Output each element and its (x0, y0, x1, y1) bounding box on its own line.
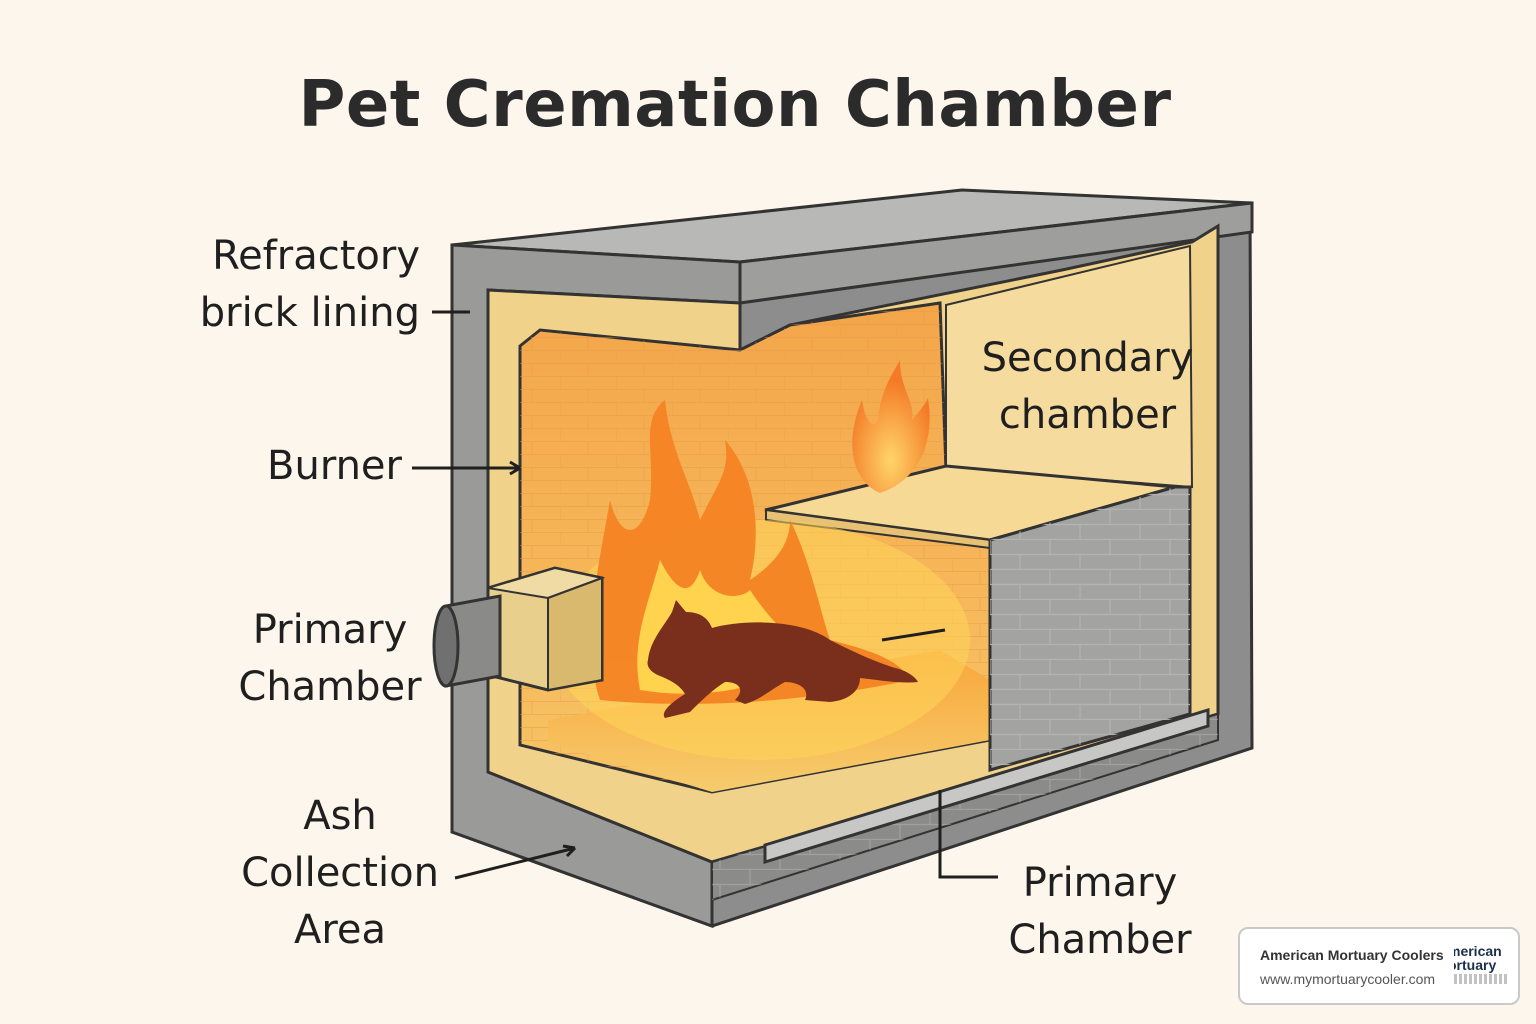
label-line: Burner (267, 443, 402, 489)
label-line: Collection (241, 850, 439, 896)
label-line: Primary (1022, 860, 1178, 906)
logo-tagline (1454, 974, 1508, 984)
label-line: Refractory (212, 233, 420, 279)
label-ash-collection: Ash Collection Area (215, 788, 465, 959)
pet-silhouette (647, 600, 918, 718)
label-line: Secondary (981, 335, 1194, 381)
label-line: brick lining (199, 290, 420, 336)
label-line: chamber (998, 392, 1177, 438)
label-line: Chamber (238, 664, 422, 710)
ash-slot (763, 707, 1210, 865)
label-refractory-lining: Refractory brick lining (150, 228, 420, 342)
logo-line: merican (1454, 943, 1502, 959)
label-primary-chamber-left: Primary Chamber (220, 602, 440, 716)
label-line: Area (293, 907, 387, 953)
label-line: Primary (252, 607, 408, 653)
badge-company-name: American Mortuary Coolers (1260, 947, 1444, 963)
badge-url[interactable]: www.mymortuarycooler.com (1260, 971, 1436, 987)
label-secondary-chamber: Secondary chamber (975, 330, 1200, 444)
secondary-back-wall (945, 244, 1194, 489)
label-line: Ash (303, 793, 377, 839)
label-primary-chamber-bottom: Primary Chamber (990, 855, 1210, 969)
secondary-flame (852, 360, 930, 493)
page-title: Pet Cremation Chamber (298, 68, 1172, 142)
watermark-badge[interactable]: American Mortuary Coolers www.mymortuary… (1238, 927, 1520, 1005)
company-logo-icon: merican ortuary (1454, 943, 1508, 991)
label-line: Chamber (1008, 917, 1192, 963)
logo-line: ortuary (1454, 957, 1497, 973)
label-burner: Burner (180, 438, 402, 495)
leader-lines (412, 310, 998, 880)
